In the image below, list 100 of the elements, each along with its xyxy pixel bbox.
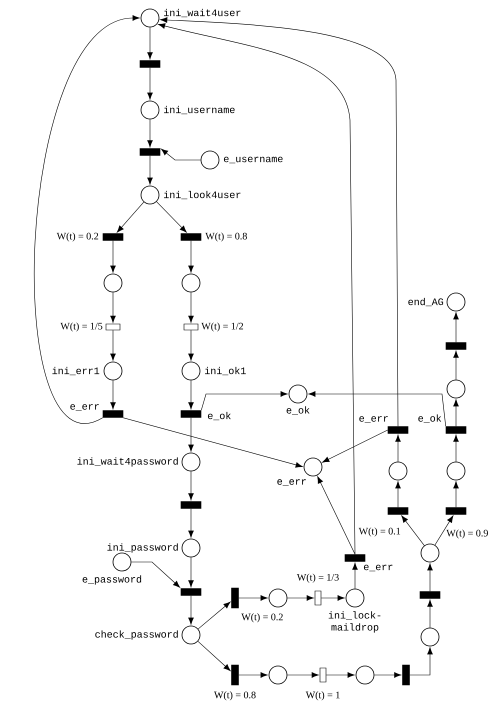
arrow [110,240,116,273]
place-circle [304,458,322,476]
place-circle [182,538,200,558]
arrow [287,672,319,678]
arrow [147,27,153,60]
place-circle [140,186,160,204]
arrow [131,562,180,588]
place-label: e_err [359,416,388,423]
arrow [238,595,268,601]
arrow [147,68,153,100]
arrow [453,434,459,462]
arrow [326,672,355,678]
place-label: e_ok [208,412,231,420]
arrow [156,201,187,233]
place-circle [140,100,160,120]
arrow [427,600,433,628]
arrow [188,508,194,538]
place-label: ini_ok1 [205,366,246,376]
arrow [453,481,459,508]
place-label: ini_look4user [164,190,240,200]
arrow [188,380,194,410]
place-label: end_AG [408,298,444,306]
arrow [238,672,268,678]
place-label: ini_wait4user [164,8,240,18]
place-label: ini_err1 [52,366,100,376]
transition-box [106,324,120,330]
arrow [110,292,116,323]
place-label: ini_password [107,543,178,553]
place-label: ini_wait4password [77,457,178,467]
arrow [453,350,459,380]
weight-label: W(t) = 0.2 [56,232,98,242]
arrow [453,312,459,342]
transition-box [314,590,322,606]
arrow [158,23,356,554]
arrow [110,330,116,361]
place-circle [200,150,220,170]
arrow [188,240,194,273]
arrow [116,202,144,233]
arrow [198,641,231,671]
weight-label: W(t) = 1/5 [60,322,102,332]
arrow [147,119,153,148]
place-label: e_ok [418,414,442,423]
arrow [188,557,194,588]
place-label: e_err [70,404,99,411]
place-circle [182,362,200,380]
place-label: check_password [95,630,178,640]
place-label: e_username [224,156,283,164]
arrow [34,15,140,424]
arrow [188,596,194,625]
arrow [160,148,201,160]
arrow [123,418,303,468]
weight-label: W(t) = 0.1 [358,527,400,537]
weight-label: W(t) = 0.2 [241,613,283,622]
weight-label: W(t) = 0.8 [205,232,247,242]
place-label: e_err [364,564,392,572]
arrow [321,595,345,601]
place-circle [268,666,288,684]
arrow [395,434,401,462]
place-circle [446,462,466,480]
place-label: ini_lock- maildrop [328,611,380,633]
place-label: e_err [277,479,306,486]
arrow [287,595,314,601]
arrow [374,672,402,678]
arrow [352,562,358,589]
place-circle [140,8,160,28]
place-circle [182,452,200,472]
arrow [201,391,288,410]
place-circle [288,384,308,404]
place-circle [356,666,374,684]
arrow [160,17,398,426]
weight-label: W(t) = 1/2 [201,322,244,332]
arrow [198,602,231,630]
place-circle [420,628,440,646]
weight-label: W(t) = 0.9 [446,529,488,539]
place-label: e_ok [286,406,310,415]
place-circle [420,544,440,562]
place-circle [104,362,122,380]
place-circle [346,588,364,608]
transition-box [184,324,198,330]
arrow [188,330,194,361]
place-label: e_password [82,575,142,585]
place-circle [388,462,408,480]
weight-label: W(t) = 1/3 [296,574,339,583]
place-label: ini_username [164,106,235,114]
weight-label: W(t) = 0.8 [214,691,256,700]
arrow [395,481,401,508]
arrow [188,471,194,500]
arrow [110,380,116,410]
arrow [188,292,194,323]
arrow [322,430,388,463]
arrow [401,515,425,546]
place-circle [446,380,466,398]
place-circle [112,552,132,572]
arrow [147,155,153,185]
arrow [317,476,356,554]
arrow [308,391,446,426]
arrow [410,647,433,676]
arrow [427,563,433,592]
weight-label: W(t) = 1 [306,691,340,700]
place-circle [182,274,200,292]
